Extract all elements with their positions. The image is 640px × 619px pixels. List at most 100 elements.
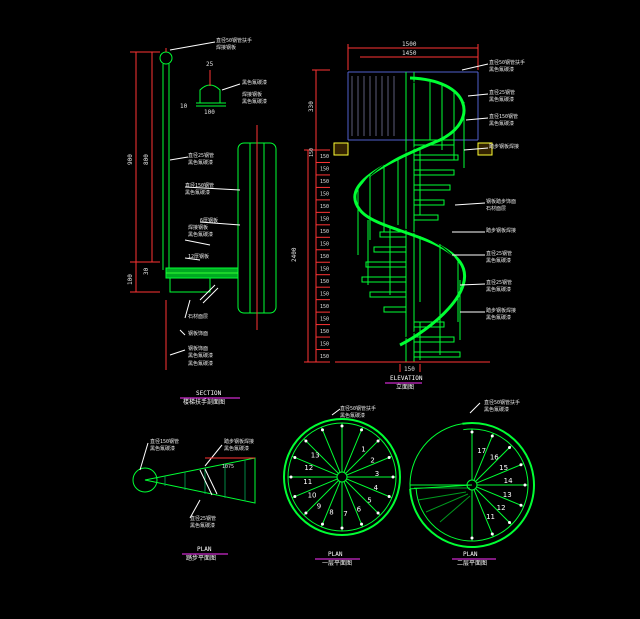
plan2-spoke (473, 489, 494, 537)
tread-plan-note: 黑色氟碳漆 (190, 522, 215, 529)
section-dim-top: 25 (206, 61, 214, 68)
tread-plan-dim: 1075 (222, 464, 234, 470)
tread-plan-title: PLAN (197, 546, 212, 553)
elevation-view (304, 44, 493, 372)
section-dim-small: 10 (180, 103, 188, 110)
spiral-handrail (353, 76, 467, 347)
plan2-outer-ring (409, 422, 535, 548)
section-note: 黑色氟碳漆 (188, 231, 213, 238)
elevation-note: 直径25钢管 (486, 250, 512, 257)
plan1-step-number: 6 (357, 505, 362, 513)
tread-wedge (144, 457, 256, 504)
plan1-note: 黑色氟碳漆 (340, 412, 365, 419)
plan1-spoke (303, 480, 339, 516)
plan2-baluster (490, 532, 494, 536)
elevation-note: 黑色氟碳漆 (486, 314, 511, 321)
plan1-spoke (291, 455, 338, 476)
plan2-title: PLAN (463, 551, 478, 558)
tread-plan-subtitle: 踏步平面图 (186, 554, 216, 562)
section-note: 钢板饰面 (188, 345, 208, 352)
plan1-baluster (376, 511, 380, 515)
plan1-step-number: 7 (343, 510, 347, 518)
elevation-step-dim: 150 (320, 192, 329, 198)
plan1-baluster (293, 495, 297, 499)
plan1-spoke (343, 481, 364, 528)
elevation-step-dim: 150 (320, 154, 329, 160)
plan2-baluster (470, 430, 474, 434)
plan2-note: 直径50钢管扶手 (484, 399, 520, 406)
plan1-baluster (360, 428, 364, 432)
elevation-note: 踏步钢板焊接 (486, 227, 516, 234)
elevation-dim-150: 150 (404, 366, 415, 373)
plan1-baluster (376, 439, 380, 443)
elevation-step-dim: 150 (320, 229, 329, 235)
plan1-baluster (387, 455, 391, 459)
elevation-step-dimensions: 1501501501501501501501501501501501501501… (316, 149, 330, 360)
elevation-dim-1500: 1500 (402, 41, 417, 48)
plan1-baluster (340, 424, 344, 428)
section-note: 焊接钢板 (216, 44, 236, 51)
plan1-baluster (391, 475, 395, 479)
elevation-step-dim: 150 (320, 242, 329, 248)
elevation-note: 黑色氟碳漆 (486, 286, 511, 293)
plan2-inner-ring (415, 428, 529, 542)
plan1-subtitle: 一层平面图 (322, 560, 352, 567)
plan2-step-number: 15 (499, 464, 508, 472)
plan2-baluster (507, 520, 511, 524)
section-note: 焊接钢板 (242, 91, 262, 98)
section-note: 焊接钢板 (188, 224, 208, 231)
section-view (130, 41, 277, 370)
section-dim-h4: 100 (127, 274, 134, 285)
plan1-baluster (293, 455, 297, 459)
plan1-step-number: 3 (375, 470, 379, 478)
elevation-note: 黑色氟碳漆 (486, 257, 511, 264)
tread-plan-note: 直径25钢管 (190, 515, 216, 522)
elevation-notes: 直径50钢管扶手 黑色氟碳漆 直径25钢管 黑色氟碳漆 直径150钢管 黑色氟碳… (486, 59, 525, 321)
plan1-baluster (387, 495, 391, 499)
plan2-subtitle: 二层平面图 (457, 560, 487, 567)
plan1-spoke (343, 426, 364, 473)
elevation-note: 石材面层 (486, 205, 506, 212)
elevation-dim-1450: 1450 (402, 50, 417, 57)
plan1-baluster (320, 522, 324, 526)
tread-plan-notes: 直径150钢管 黑色氟碳漆 踏步钢板焊接 黑色氟碳漆 直径25钢管 黑色氟碳漆 … (150, 438, 254, 529)
plan1-spoke (303, 438, 339, 474)
elevation-step-dim: 150 (320, 217, 329, 223)
plan2-baluster (490, 434, 494, 438)
elevation-note: 踏步钢板焊接 (486, 307, 516, 314)
tread-plan-detail (132, 442, 256, 519)
elevation-step-dim: 150 (320, 179, 329, 185)
section-notes: 直径50钢管扶手 焊接钢板 黑色氟碳漆 焊接钢板 黑色氟碳漆 直径25钢管 黑色… (185, 37, 267, 367)
elevation-step-dim: 150 (320, 266, 329, 272)
plan2-spoke (476, 463, 524, 484)
plan1-spoke (346, 455, 393, 476)
section-dim-width: 100 (204, 109, 215, 116)
elevation-note: 黑色氟碳漆 (489, 96, 514, 103)
plan1-baluster (340, 526, 344, 530)
plan1-step-number: 9 (317, 502, 321, 510)
elevation-note: 直径25钢管 (486, 279, 512, 286)
plan2-step-number: 12 (497, 504, 506, 512)
plan2-spoke (475, 445, 512, 482)
elevation-step-dim: 150 (320, 304, 329, 310)
elevation-note: 黑色氟碳漆 (489, 120, 514, 127)
plan2-baluster (507, 446, 511, 450)
plan2-baluster (470, 536, 474, 540)
plan1-step-number: 8 (329, 509, 333, 517)
tread-plan-note: 黑色氟碳漆 (224, 445, 249, 452)
plan1-note: 直径50钢管扶手 (340, 405, 376, 412)
section-note: 石材面层 (188, 313, 208, 320)
plan1-step-number: 1 (361, 446, 365, 454)
section-note: 黑色氟碳漆 (185, 189, 210, 196)
section-dim-h2: 800 (143, 154, 150, 165)
section-note: 6厚钢板 (200, 217, 218, 224)
plan2-step-number: 16 (490, 453, 499, 461)
elevation-dim-150b: 150 (309, 148, 315, 157)
section-dimensions: 25 10 100 900 800 30 100 (127, 61, 215, 285)
elevation-step-dim: 150 (320, 254, 329, 260)
elevation-dimensions: 1500 1450 330 2400 150 150 (291, 41, 417, 373)
tread-support (169, 277, 211, 293)
section-note: 黑色氟碳漆 (188, 159, 213, 166)
plan1-column (336, 471, 348, 483)
